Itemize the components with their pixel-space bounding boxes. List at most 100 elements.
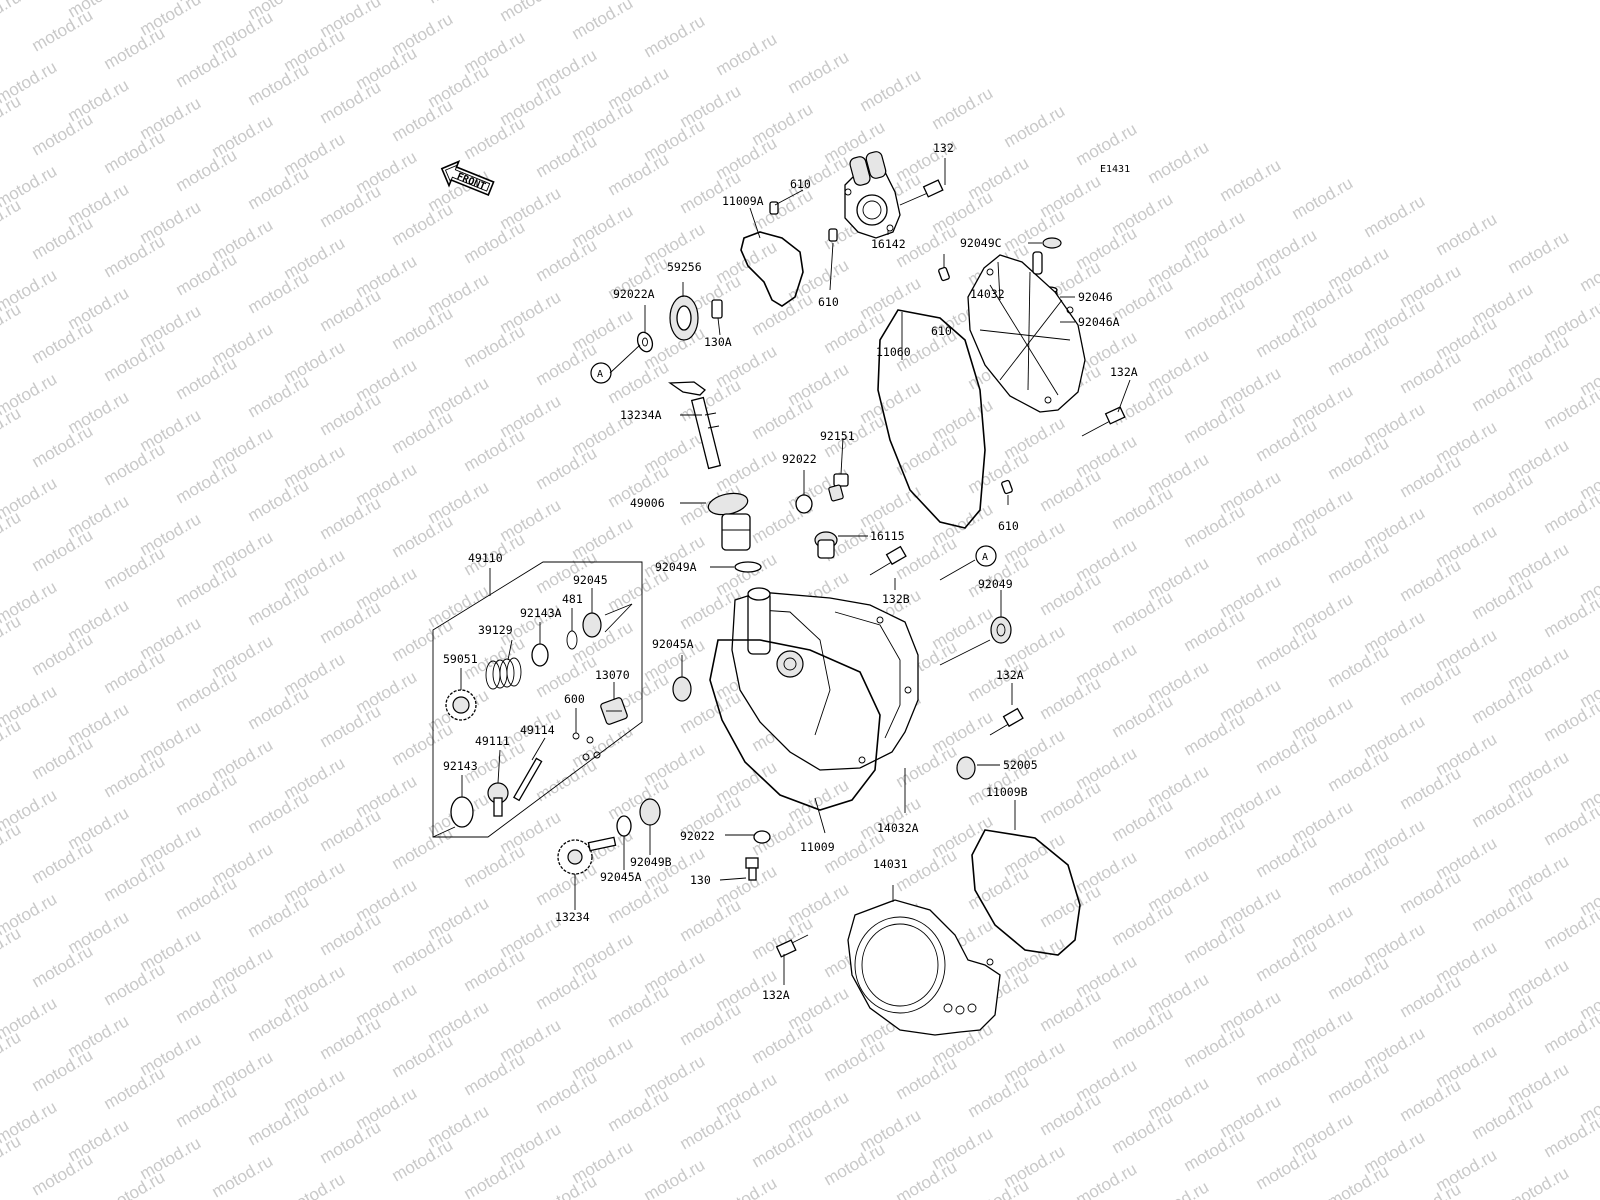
watermark-text: motod.ru [749, 1121, 817, 1171]
watermark-text: motod.ru [317, 1117, 385, 1167]
bolt-130 [745, 857, 759, 881]
watermark-text: motod.ru [0, 507, 24, 557]
watermark-text: motod.ru [1181, 1125, 1249, 1175]
watermark-text: motod.ru [0, 611, 24, 661]
watermark-text: motod.ru [101, 335, 169, 385]
dowel-pin-610-c [938, 266, 950, 282]
watermark-text: motod.ru [173, 665, 241, 715]
part-labels: 132 610 11009A 16142 92049C 610 92046 14… [443, 141, 1138, 1002]
watermark-text: motod.ru [1253, 519, 1321, 569]
label-610-r: 610 [931, 324, 952, 338]
watermark-text: motod.ru [1397, 1179, 1465, 1200]
watermark-text: motod.ru [317, 909, 385, 959]
watermark-text: motod.ru [1037, 1089, 1105, 1139]
washer-92022a [636, 331, 654, 353]
label-59051: 59051 [443, 652, 478, 666]
label-14032: 14032 [970, 287, 1005, 301]
leader-lines [432, 158, 1131, 985]
watermark-text: motod.ru [1469, 677, 1537, 727]
watermark-text: motod.ru [317, 597, 385, 647]
watermark-text: motod.ru [1181, 709, 1249, 759]
water-pump-cover [844, 151, 901, 239]
watermark-text: motod.ru [1397, 971, 1465, 1021]
oil-seal-92045a-low [616, 815, 632, 837]
watermark-text: motod.ru [317, 493, 385, 543]
watermark-text: motod.ru [785, 47, 853, 97]
watermark-text: motod.ru [1397, 1075, 1465, 1125]
watermark-text: motod.ru [317, 701, 385, 751]
gasket-11060 [877, 309, 986, 529]
watermark-text: motod.ru [893, 1053, 961, 1103]
watermark-text: motod.ru [245, 787, 313, 837]
watermark-text: motod.ru [461, 113, 529, 163]
watermark-text: motod.ru [101, 231, 169, 281]
label-132a-top: 132A [1110, 365, 1138, 379]
watermark-text: motod.ru [1469, 781, 1537, 831]
bolt-132 [899, 179, 944, 206]
watermark-text: motod.ru [1577, 1181, 1600, 1200]
watermark-text: motod.ru [677, 167, 745, 217]
watermark-text: motod.ru [1253, 831, 1321, 881]
label-92151: 92151 [820, 429, 855, 443]
label-92049c: 92049C [960, 236, 1002, 250]
label-13234: 13234 [555, 910, 590, 924]
watermark-text: motod.ru [1325, 849, 1393, 899]
oil-seal-92049b [639, 798, 661, 826]
watermark-text: motod.ru [533, 1067, 601, 1117]
watermark-text: motod.ru [101, 751, 169, 801]
watermark-text: motod.ru [1145, 1177, 1213, 1200]
watermark-text: motod.ru [1469, 1093, 1537, 1143]
watermark-text: motod.ru [0, 91, 24, 141]
watermark-text: motod.ru [1253, 1039, 1321, 1089]
watermark-text: motod.ru [317, 805, 385, 855]
watermark-text: motod.ru [1577, 245, 1600, 295]
watermark-text: motod.ru [1397, 659, 1465, 709]
watermark-text: motod.ru [1109, 899, 1177, 949]
watermark-text: motod.ru [1325, 537, 1393, 587]
watermark-text: motod.ru [965, 447, 1033, 497]
watermark-text: motod.ru [1109, 795, 1177, 845]
watermark-text: motod.ru [173, 769, 241, 819]
watermark-text: motod.ru [29, 317, 97, 367]
watermark-text: motod.ru [173, 977, 241, 1027]
label-11060: 11060 [876, 345, 911, 359]
label-49114: 49114 [520, 723, 555, 737]
watermark-text: motod.ru [101, 543, 169, 593]
watermark-text: motod.ru [1109, 587, 1177, 637]
watermark-text: motod.ru [605, 149, 673, 199]
watermark-text: motod.ru [245, 475, 313, 525]
watermark-text: motod.ru [173, 145, 241, 195]
watermark-text: motod.ru [245, 371, 313, 421]
watermark-text: motod.ru [29, 213, 97, 263]
watermark-text: motod.ru [1325, 329, 1393, 379]
generator-cover-14031 [847, 899, 1001, 1036]
watermark-text: motod.ru [749, 1017, 817, 1067]
watermark-text: motod.ru [1397, 347, 1465, 397]
watermark-text: motod.ru [1037, 985, 1105, 1035]
oil-seal-92049 [990, 616, 1012, 644]
watermark-text: motod.ru [1325, 745, 1393, 795]
watermark-text: motod.ru [389, 1135, 457, 1185]
watermark-text: motod.ru [929, 83, 997, 133]
gasket-11009b [971, 829, 1081, 956]
label-92046: 92046 [1078, 290, 1113, 304]
label-49111: 49111 [475, 734, 510, 748]
label-92143a: 92143A [520, 606, 562, 620]
watermark-text: motod.ru [533, 443, 601, 493]
label-92049b: 92049B [630, 855, 672, 869]
watermark-text: motod.ru [641, 11, 709, 61]
watermark-text: motod.ru [0, 299, 24, 349]
watermark-text: motod.ru [101, 23, 169, 73]
kit-box-49110 [432, 561, 643, 838]
label-481: 481 [562, 592, 583, 606]
watermark-text: motod.ru [389, 95, 457, 145]
watermark-text: motod.ru [101, 855, 169, 905]
watermark-text: motod.ru [1253, 1143, 1321, 1193]
watermark-text: motod.ru [317, 1013, 385, 1063]
watermark-text: motod.ru [1253, 623, 1321, 673]
label-39129: 39129 [478, 623, 513, 637]
right-crankcase-cover [731, 587, 919, 771]
watermark-text: motod.ru [1037, 881, 1105, 931]
label-11009: 11009 [800, 840, 835, 854]
